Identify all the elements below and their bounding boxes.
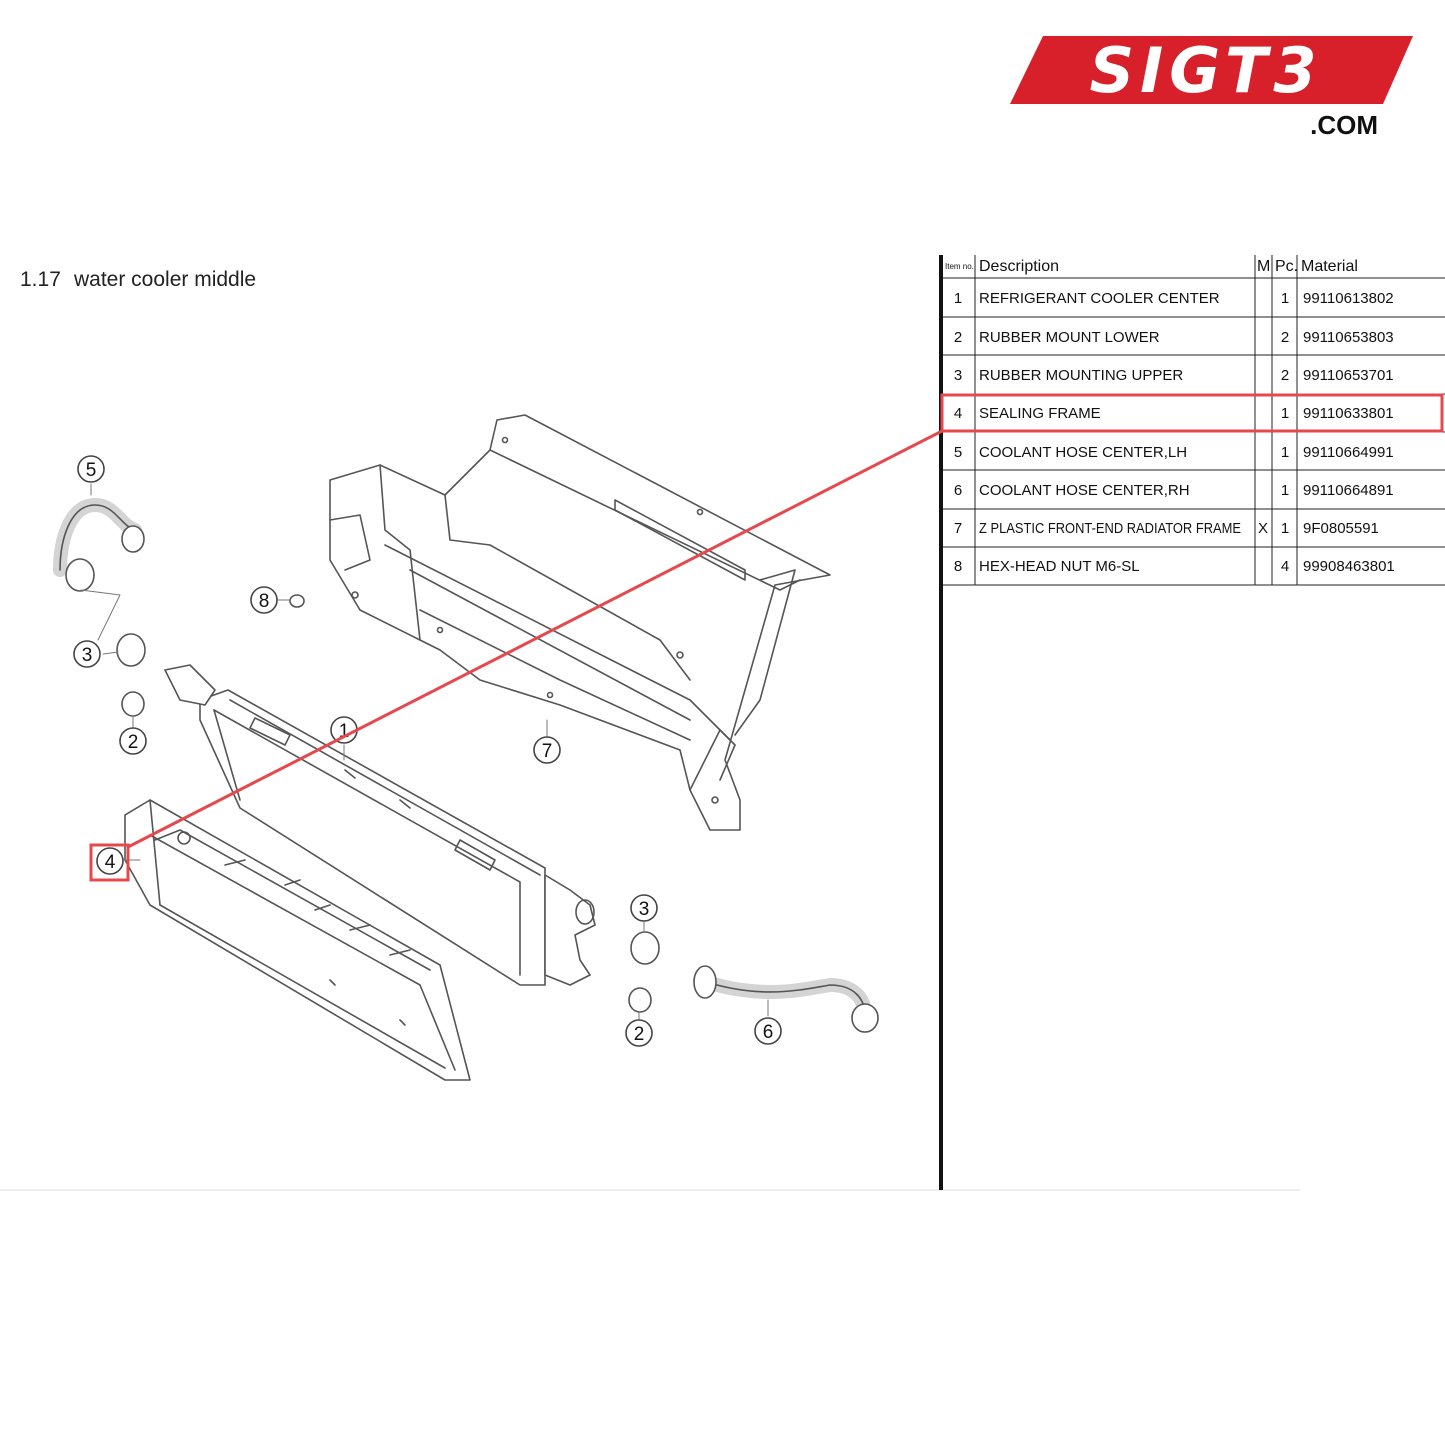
callout-8[interactable]: 8: [250, 586, 278, 614]
callout-2-lower[interactable]: 2: [625, 1019, 653, 1047]
exploded-diagram: [53, 414, 879, 1081]
callout-1[interactable]: 1: [330, 716, 358, 744]
svg-text:6: 6: [763, 1022, 774, 1043]
svg-text:4: 4: [954, 405, 962, 422]
table-grid: [943, 255, 1445, 586]
table-row[interactable]: 6 COOLANT HOSE CENTER,RH 1 99110664891: [954, 482, 1394, 499]
svg-text:1: 1: [1281, 482, 1289, 499]
svg-text:RUBBER MOUNTING UPPER: RUBBER MOUNTING UPPER: [979, 367, 1183, 384]
parts-table: Item no. Description M Pc. Material 1 RE…: [939, 255, 1445, 1190]
svg-text:8: 8: [954, 558, 962, 575]
svg-text:2: 2: [954, 329, 962, 346]
svg-text:99110664891: 99110664891: [1303, 482, 1394, 499]
svg-text:7: 7: [954, 520, 962, 537]
svg-text:1: 1: [1281, 444, 1289, 461]
brand-logo: SIGT3 .COM: [1010, 34, 1413, 140]
svg-text:4: 4: [105, 852, 116, 873]
svg-text:99110653803: 99110653803: [1303, 329, 1394, 346]
svg-text:RUBBER MOUNT LOWER: RUBBER MOUNT LOWER: [979, 329, 1160, 346]
table-row[interactable]: 2 RUBBER MOUNT LOWER 2 99110653803: [954, 329, 1394, 346]
callout-3-upper[interactable]: 3: [73, 640, 101, 668]
svg-text:1: 1: [1281, 405, 1289, 422]
leader-lines: [80, 483, 769, 1020]
svg-text:2: 2: [1281, 367, 1289, 384]
svg-text:3: 3: [954, 367, 962, 384]
svg-text:3: 3: [639, 899, 650, 920]
hose-lh-drawing: [53, 498, 145, 592]
svg-text:99908463801: 99908463801: [1303, 558, 1395, 575]
svg-text:2: 2: [634, 1024, 645, 1045]
callout-4[interactable]: 4: [96, 847, 124, 875]
header-description: Description: [979, 258, 1059, 275]
svg-text:9F0805591: 9F0805591: [1303, 520, 1379, 537]
callout-3-lower[interactable]: 3: [630, 894, 658, 922]
svg-text:COOLANT HOSE CENTER,LH: COOLANT HOSE CENTER,LH: [979, 444, 1187, 461]
callout-2-upper[interactable]: 2: [119, 727, 147, 755]
table-row-highlighted[interactable]: 4 SEALING FRAME 1 99110633801: [954, 405, 1394, 422]
rubber-mounts-drawing: [116, 594, 660, 1013]
callout-5[interactable]: 5: [77, 455, 105, 483]
svg-text:3: 3: [82, 645, 93, 666]
table-row[interactable]: 3 RUBBER MOUNTING UPPER 2 99110653701: [954, 367, 1394, 384]
svg-text:REFRIGERANT COOLER CENTER: REFRIGERANT COOLER CENTER: [979, 290, 1220, 307]
hose-rh-drawing: [693, 965, 879, 1033]
table-row[interactable]: 5 COOLANT HOSE CENTER,LH 1 99110664991: [954, 444, 1394, 461]
svg-text:99110613802: 99110613802: [1303, 290, 1394, 307]
svg-text:X: X: [1258, 520, 1268, 537]
svg-text:2: 2: [1281, 329, 1289, 346]
svg-text:2: 2: [128, 732, 139, 753]
logo-domain: .COM: [1310, 110, 1378, 140]
svg-text:COOLANT HOSE CENTER,RH: COOLANT HOSE CENTER,RH: [979, 482, 1190, 499]
svg-text:99110633801: 99110633801: [1303, 405, 1394, 422]
callout-highlight-box: [89, 843, 130, 882]
highlight-connector-line: [127, 429, 943, 849]
section-number: 1.17: [20, 268, 61, 291]
logo-red-plate: [1010, 36, 1413, 104]
cooler-center-drawing: [164, 664, 596, 986]
svg-text:7: 7: [542, 741, 553, 762]
table-row[interactable]: 1 REFRIGERANT COOLER CENTER 1 9911061380…: [954, 290, 1394, 307]
svg-text:5: 5: [954, 444, 962, 461]
callout-6[interactable]: 6: [754, 1017, 782, 1045]
svg-text:HEX-HEAD NUT M6-SL: HEX-HEAD NUT M6-SL: [979, 558, 1140, 575]
header-material: Material: [1301, 258, 1358, 275]
logo-text: SIGT3: [1090, 34, 1323, 107]
svg-text:1: 1: [1281, 520, 1289, 537]
section-title: water cooler middle: [73, 268, 256, 291]
svg-text:99110664991: 99110664991: [1303, 444, 1394, 461]
svg-text:Z PLASTIC FRONT-END RADIATOR F: Z PLASTIC FRONT-END RADIATOR FRAME: [979, 520, 1241, 537]
svg-text:1: 1: [339, 721, 350, 742]
svg-text:SEALING FRAME: SEALING FRAME: [979, 405, 1101, 422]
svg-text:1: 1: [954, 290, 962, 307]
row-highlight-box: [940, 393, 1444, 433]
header-pc: Pc.: [1275, 258, 1298, 275]
svg-text:8: 8: [259, 591, 270, 612]
svg-text:4: 4: [1281, 558, 1289, 575]
table-row[interactable]: 8 HEX-HEAD NUT M6-SL 4 99908463801: [954, 558, 1395, 575]
header-m: M: [1257, 258, 1270, 275]
svg-text:99110653701: 99110653701: [1303, 367, 1394, 384]
header-item-no: Item no.: [945, 262, 974, 271]
callouts: 5 3 2 8 1 7 4 3: [73, 455, 782, 1047]
table-row[interactable]: 7 Z PLASTIC FRONT-END RADIATOR FRAME X 1…: [954, 520, 1379, 537]
radiator-frame-drawing: [329, 414, 831, 831]
svg-text:5: 5: [86, 460, 97, 481]
svg-text:6: 6: [954, 482, 962, 499]
callout-7[interactable]: 7: [533, 736, 561, 764]
svg-text:1: 1: [1281, 290, 1289, 307]
